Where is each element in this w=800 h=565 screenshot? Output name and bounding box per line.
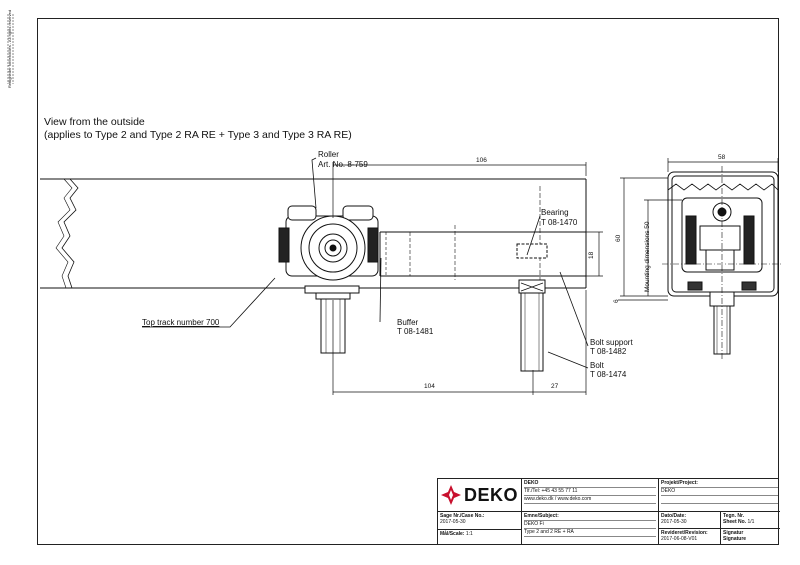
top-track-label: Top track number 700 [142,318,220,327]
roller-label: Roller [318,150,339,159]
date-label: Dato/Date: [661,513,687,519]
buffer-label: Buffer [397,318,419,327]
date-value: 2017-05-30 [661,519,687,525]
roller-assembly [278,205,379,281]
subject-line2: Type 2 and 2 RE + RA [524,529,656,537]
leader-lines [142,157,589,369]
roller-art-label: Art. No. 8-759 [318,160,368,169]
view-title-line1: View from the outside [44,116,145,128]
sheet-label: Sheet No. [723,519,747,525]
view-title: View from the outside (applies to Type 2… [44,116,352,142]
section-view [662,166,782,360]
revision-cell: Revideret/Revision: 2017-06-08-V01 [659,529,721,545]
bolt-label: Bolt [590,361,604,370]
date-cell: Dato/Date: 2017-05-30 [659,512,721,529]
drawing-no-cell: Tegn. Nr. Sheet No. 1/1 [721,512,780,529]
company-phone: Tlf./Tel: +45 43 55 77 11 [524,488,656,496]
title-block: DEKO DEKO Tlf./Tel: +45 43 55 77 11 www.… [437,478,780,545]
bearing-no-label: T 08-1470 [541,218,578,227]
deko-logo-icon [440,485,461,505]
company-name: DEKO [524,480,539,486]
case-cell: Sage Nr./Case No.: 2017-05-30 [438,512,522,530]
dim-6: 6 [613,299,620,303]
rights-sidenote-marks [7,14,14,84]
top-track [40,178,587,289]
subject-line1: DEKO Fi [524,521,656,529]
dim-106: 106 [476,157,487,164]
case-label: Sage Nr./Case No.: [440,513,485,519]
mounting-dimension-label: Mounting dimensions 50 [644,221,651,292]
bolt-support-no-label: T 08-1482 [590,347,627,356]
dim-60: 60 [615,234,622,242]
subject-cell: Emne/Subject: DEKO Fi Type 2 and 2 RE + … [522,512,659,545]
section-dimensions [618,158,779,301]
sheet-value: 1/1 [747,519,755,525]
signature-label: Signatur [723,530,744,536]
drawing-no-label: Tegn. Nr. [723,513,745,519]
signature-cell: Signatur Signature [721,529,780,545]
deko-logo: DEKO [438,479,522,512]
dimension-lines [332,162,603,395]
view-title-line2: (applies to Type 2 and Type 2 RA RE + Ty… [44,129,352,141]
scale-cell: Mål/Scale: 1:1 [438,530,522,545]
bolt-no-label: T 08-1474 [590,370,627,379]
dim-27: 27 [551,383,559,390]
dim-104: 104 [424,383,435,390]
bearing-bolt [516,243,548,372]
project-cell: Projekt/Project: DEKO [659,479,780,512]
roller-bolt [304,285,360,354]
project-label: Projekt/Project: [661,480,698,486]
buffer-no-label: T 08-1481 [397,327,434,336]
bolt-support-label: Bolt support [590,338,633,347]
company-info: DEKO Tlf./Tel: +45 43 55 77 11 www.deko.… [522,479,659,512]
rights-sidenote-text: Rettigheder forbeholdes - All rights res… [7,9,12,88]
logo-text: DEKO [463,484,518,505]
project-value: DEKO [661,488,778,496]
scale-label: Mål/Scale: [440,531,465,537]
revision-label: Revideret/Revision: [661,530,708,536]
company-web: www.deko.dk / www.deko.com [524,496,656,504]
dim-18: 18 [588,251,595,259]
subject-label: Emne/Subject: [524,513,559,519]
revision-value: 2017-06-08-V01 [661,536,698,542]
case-value: 2017-05-30 [440,519,466,525]
bearing-label: Bearing [541,208,569,217]
signature-label-en: Signature [723,536,747,542]
scale-value: 1:1 [465,531,473,537]
rights-sidenote [2,8,20,88]
dim-58: 58 [718,154,726,161]
